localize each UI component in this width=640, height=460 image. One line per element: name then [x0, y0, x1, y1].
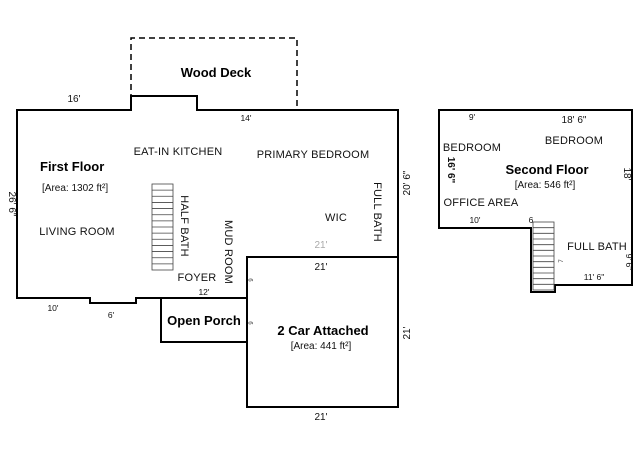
dim2-bottom-mark: 6	[529, 215, 534, 225]
garage-walls	[246, 256, 399, 408]
garage-dim-right: 21'	[402, 326, 413, 339]
room-half-bath: HALF BATH	[178, 195, 190, 257]
dim-bottom-left: 10'	[47, 303, 58, 313]
dim-left-side: 26' 6"	[6, 192, 17, 217]
first-floor-stairs	[151, 183, 174, 271]
open-porch-outline	[160, 298, 247, 343]
dim-inner-grey: 21'	[314, 240, 327, 251]
room-full-bath-first: FULL BATH	[371, 182, 383, 242]
dim-right-side: 20' 6"	[402, 170, 413, 195]
room-wic: WIC	[325, 212, 347, 224]
dim-small-mark-2: 9	[249, 321, 255, 325]
first-floor-area: [Area: 1302 ft²]	[42, 183, 108, 194]
dim2-stair-mark: 7	[559, 259, 565, 263]
dim2-top-right: 18' 6"	[562, 115, 587, 126]
dim2-top-left: 9'	[469, 112, 476, 122]
dim2-bath-right: 9' 6"	[624, 254, 634, 270]
garage-area: [Area: 441 ft²]	[291, 341, 352, 352]
room-foyer: FOYER	[178, 272, 217, 284]
dim2-bath-bottom: 11' 6"	[584, 272, 605, 282]
room-mud-room: MUD ROOM	[222, 220, 234, 284]
wood-deck-label: Wood Deck	[181, 65, 252, 80]
dim2-left-vertical: 16' 6"	[445, 157, 456, 184]
room-living-room: LIVING ROOM	[39, 226, 115, 238]
open-porch-label: Open Porch	[167, 313, 241, 328]
room-bedroom-right: BEDROOM	[545, 135, 603, 147]
first-floor-title: First Floor	[40, 159, 104, 174]
dim-top-left: 16'	[67, 94, 80, 105]
second-floor-stairs	[532, 221, 555, 291]
dim2-bottom-left: 10'	[469, 215, 480, 225]
room-eat-in-kitchen: EAT-IN KITCHEN	[134, 146, 223, 158]
dim-deck-bottom: 14'	[240, 113, 251, 123]
second-floor-title: Second Floor	[505, 162, 588, 177]
dim-small-mark-1: 9	[249, 278, 255, 282]
room-primary-bedroom: PRIMARY BEDROOM	[257, 149, 370, 161]
second-floor-walls	[438, 109, 633, 293]
garage-dim-bottom: 21'	[314, 412, 327, 423]
dim-garage-top: 21'	[314, 262, 327, 273]
dim-porch-notch: 6'	[108, 310, 115, 320]
dim-foyer-bottom: 12'	[198, 287, 209, 297]
room-full-bath-second: FULL BATH	[567, 241, 627, 253]
dim2-right-vertical: 18'	[621, 167, 632, 180]
second-floor-area: [Area: 546 ft²]	[515, 180, 576, 191]
garage-title: 2 Car Attached	[277, 323, 368, 338]
room-office-area: OFFICE AREA	[444, 197, 519, 209]
room-bedroom-left: BEDROOM	[443, 142, 501, 154]
